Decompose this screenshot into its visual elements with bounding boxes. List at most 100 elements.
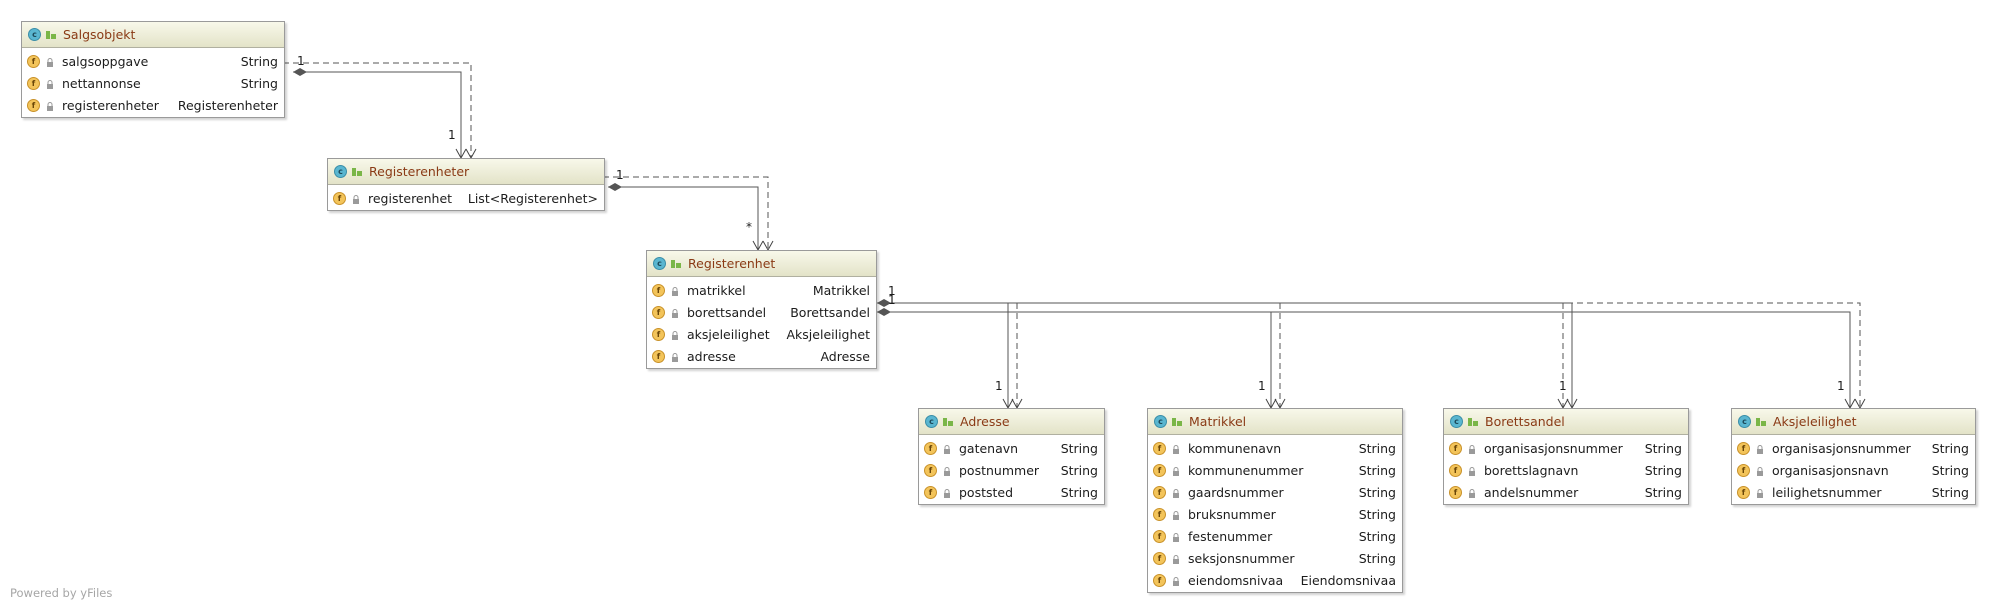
field-name: organisasjonsnummer bbox=[1772, 440, 1911, 456]
class-header[interactable]: c Registerenheter bbox=[328, 159, 604, 185]
field-type: String bbox=[1060, 440, 1098, 456]
field-type: String bbox=[1358, 550, 1396, 566]
field-name: gaardsnummer bbox=[1188, 484, 1284, 500]
edge-registerenhet-trunk-upper[interactable] bbox=[877, 299, 1578, 410]
field-name: andelsnummer bbox=[1484, 484, 1579, 500]
lock-icon bbox=[943, 465, 951, 476]
dependency-registerenhet-trunk[interactable] bbox=[877, 302, 1866, 410]
field-icon: f bbox=[27, 98, 40, 112]
edge-salgsobjekt-registerenheter[interactable] bbox=[293, 68, 467, 160]
lock-icon bbox=[1468, 465, 1476, 476]
class-name: Salgsobjekt bbox=[63, 27, 136, 42]
field-type: String bbox=[1931, 484, 1969, 500]
class-header[interactable]: c Salgsobjekt bbox=[22, 22, 284, 48]
field-icon: f bbox=[1153, 573, 1166, 587]
field-type: Registerenheter bbox=[177, 97, 278, 113]
lock-icon bbox=[943, 443, 951, 454]
field-type: String bbox=[1644, 440, 1682, 456]
multiplicity-label: 1 bbox=[297, 54, 305, 68]
field-type: String bbox=[1060, 484, 1098, 500]
multiplicity-label: 1 bbox=[995, 379, 1003, 393]
edge-registerenheter-registerenhet[interactable] bbox=[608, 183, 764, 252]
lock-icon bbox=[46, 56, 54, 67]
multiplicity-label: 1 bbox=[616, 168, 624, 182]
field-type: String bbox=[1358, 506, 1396, 522]
field-icon: f bbox=[924, 463, 937, 477]
field-name: gatenavn bbox=[959, 440, 1019, 456]
field-name: adresse bbox=[687, 348, 736, 364]
class-icon: c bbox=[28, 28, 41, 41]
multiplicity-label: 1 bbox=[888, 284, 896, 298]
multiplicity-label: 1 bbox=[1559, 379, 1567, 393]
field-type: Borettsandel bbox=[790, 304, 870, 320]
field-name: bruksnummer bbox=[1188, 506, 1276, 522]
field-type: String bbox=[1931, 462, 1969, 478]
class-icon: c bbox=[1450, 415, 1463, 428]
class-name: Aksjeleilighet bbox=[1773, 414, 1857, 429]
field-type: Aksjeleilighet bbox=[786, 326, 871, 342]
dependency-salgsobjekt-registerenheter[interactable] bbox=[283, 62, 477, 160]
field-name: matrikkel bbox=[687, 282, 746, 298]
field-icon: f bbox=[1153, 463, 1166, 477]
powered-by-label: Powered by yFiles bbox=[10, 586, 113, 600]
field-type: String bbox=[1060, 462, 1098, 478]
field-row[interactable]: f gatenavn String bbox=[919, 437, 1104, 459]
public-icon bbox=[942, 416, 954, 428]
class-icon: c bbox=[334, 165, 347, 178]
field-icon: f bbox=[924, 441, 937, 455]
edge-registerenhet-trunk-lower[interactable] bbox=[877, 308, 1856, 410]
field-icon: f bbox=[1153, 485, 1166, 499]
field-type: Adresse bbox=[820, 348, 870, 364]
class-name: Matrikkel bbox=[1189, 414, 1247, 429]
class-name: Registerenheter bbox=[369, 164, 470, 179]
field-type: String bbox=[1358, 462, 1396, 478]
dependency-registerenheter-registerenhet[interactable] bbox=[603, 176, 774, 252]
lock-icon bbox=[1756, 465, 1764, 476]
multiplicity-label: * bbox=[746, 220, 752, 234]
class-name: Registerenhet bbox=[688, 256, 776, 271]
multiplicity-label: 1 bbox=[1837, 379, 1845, 393]
lock-icon bbox=[671, 329, 679, 340]
lock-icon bbox=[1172, 487, 1180, 498]
lock-icon bbox=[943, 487, 951, 498]
field-name: festenummer bbox=[1188, 528, 1273, 544]
field-name: nettannonse bbox=[62, 75, 141, 91]
